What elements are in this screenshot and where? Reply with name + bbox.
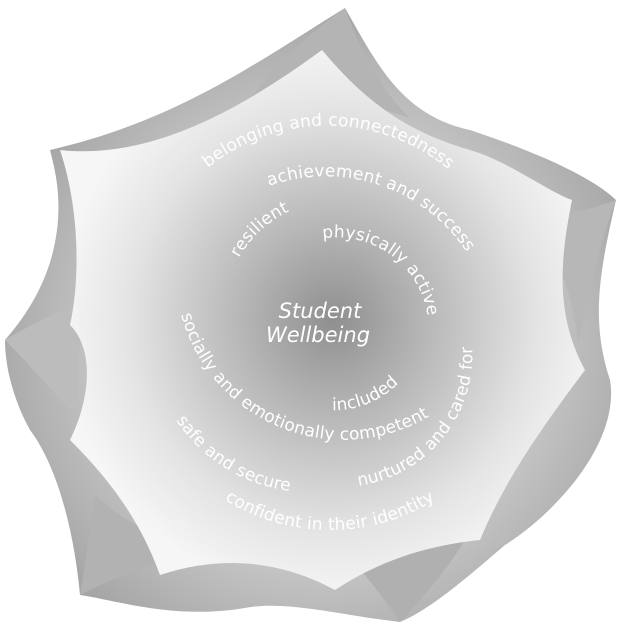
center-title-line1: Student: [279, 299, 362, 323]
center-title-line2: Wellbeing: [266, 323, 370, 347]
inner-shape: [60, 50, 585, 590]
petal-shadow-bottom: [80, 495, 205, 595]
petal-shadow-br: [350, 530, 470, 622]
petal-shadow-left: [5, 300, 88, 420]
